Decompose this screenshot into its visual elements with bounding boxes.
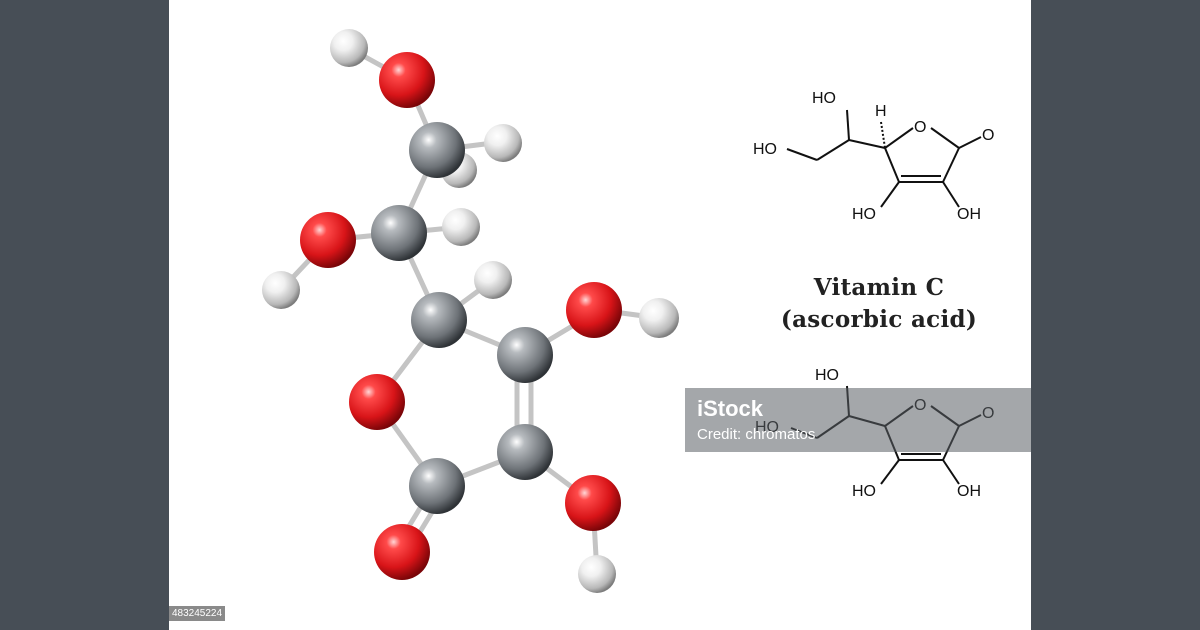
- hydrogen-atom: [330, 29, 368, 67]
- hydrogen-atom: [639, 298, 679, 338]
- oxygen-atom: [374, 524, 430, 580]
- carbon-atom: [411, 292, 467, 348]
- oxygen-atom: [300, 212, 356, 268]
- stock-watermark: iStock Credit: chromatos: [685, 388, 1031, 452]
- formula-top-label-ho-upper: HO: [812, 90, 836, 107]
- image-id-label: 483245224: [169, 606, 226, 621]
- oxygen-atom: [565, 475, 621, 531]
- compound-title: Vitamin C: [813, 274, 945, 301]
- carbon-atom: [409, 458, 465, 514]
- formula-bottom-label-ho-upper: HO: [815, 367, 839, 384]
- formula-top-label-ring-o: O: [914, 119, 927, 136]
- formula-top-label-carbonyl-o: O: [982, 127, 995, 144]
- hydrogen-atom: [474, 261, 512, 299]
- hydrogen-atom: [484, 124, 522, 162]
- oxygen-atom: [349, 374, 405, 430]
- compound-subtitle: (ascorbic acid): [780, 306, 978, 333]
- molecule-image-canvas: HO H O O HO HO OH Vitamin C (ascorbic ac…: [169, 0, 1031, 630]
- carbon-atom: [497, 327, 553, 383]
- formula-top-label-oh-bottom: OH: [957, 206, 981, 223]
- carbon-atom: [371, 205, 427, 261]
- model-atoms: [262, 29, 679, 593]
- watermark-credit: Credit: chromatos: [697, 426, 816, 443]
- structural-formula-top: [786, 109, 982, 208]
- carbon-atom: [409, 122, 465, 178]
- hydrogen-atom: [442, 208, 480, 246]
- formula-top-label-ho-bottom: HO: [852, 206, 876, 223]
- molecule-illustration: [262, 29, 982, 593]
- carbon-atom: [497, 424, 553, 480]
- formula-bottom-label-oh-bottom: OH: [957, 483, 981, 500]
- formula-top-label-h: H: [875, 103, 887, 120]
- hydrogen-atom: [262, 271, 300, 309]
- oxygen-atom: [379, 52, 435, 108]
- formula-top-label-ho-left: HO: [753, 141, 777, 158]
- watermark-logo: iStock: [697, 396, 764, 421]
- formula-bottom-label-ho-bottom: HO: [852, 483, 876, 500]
- oxygen-atom: [566, 282, 622, 338]
- hydrogen-atom: [578, 555, 616, 593]
